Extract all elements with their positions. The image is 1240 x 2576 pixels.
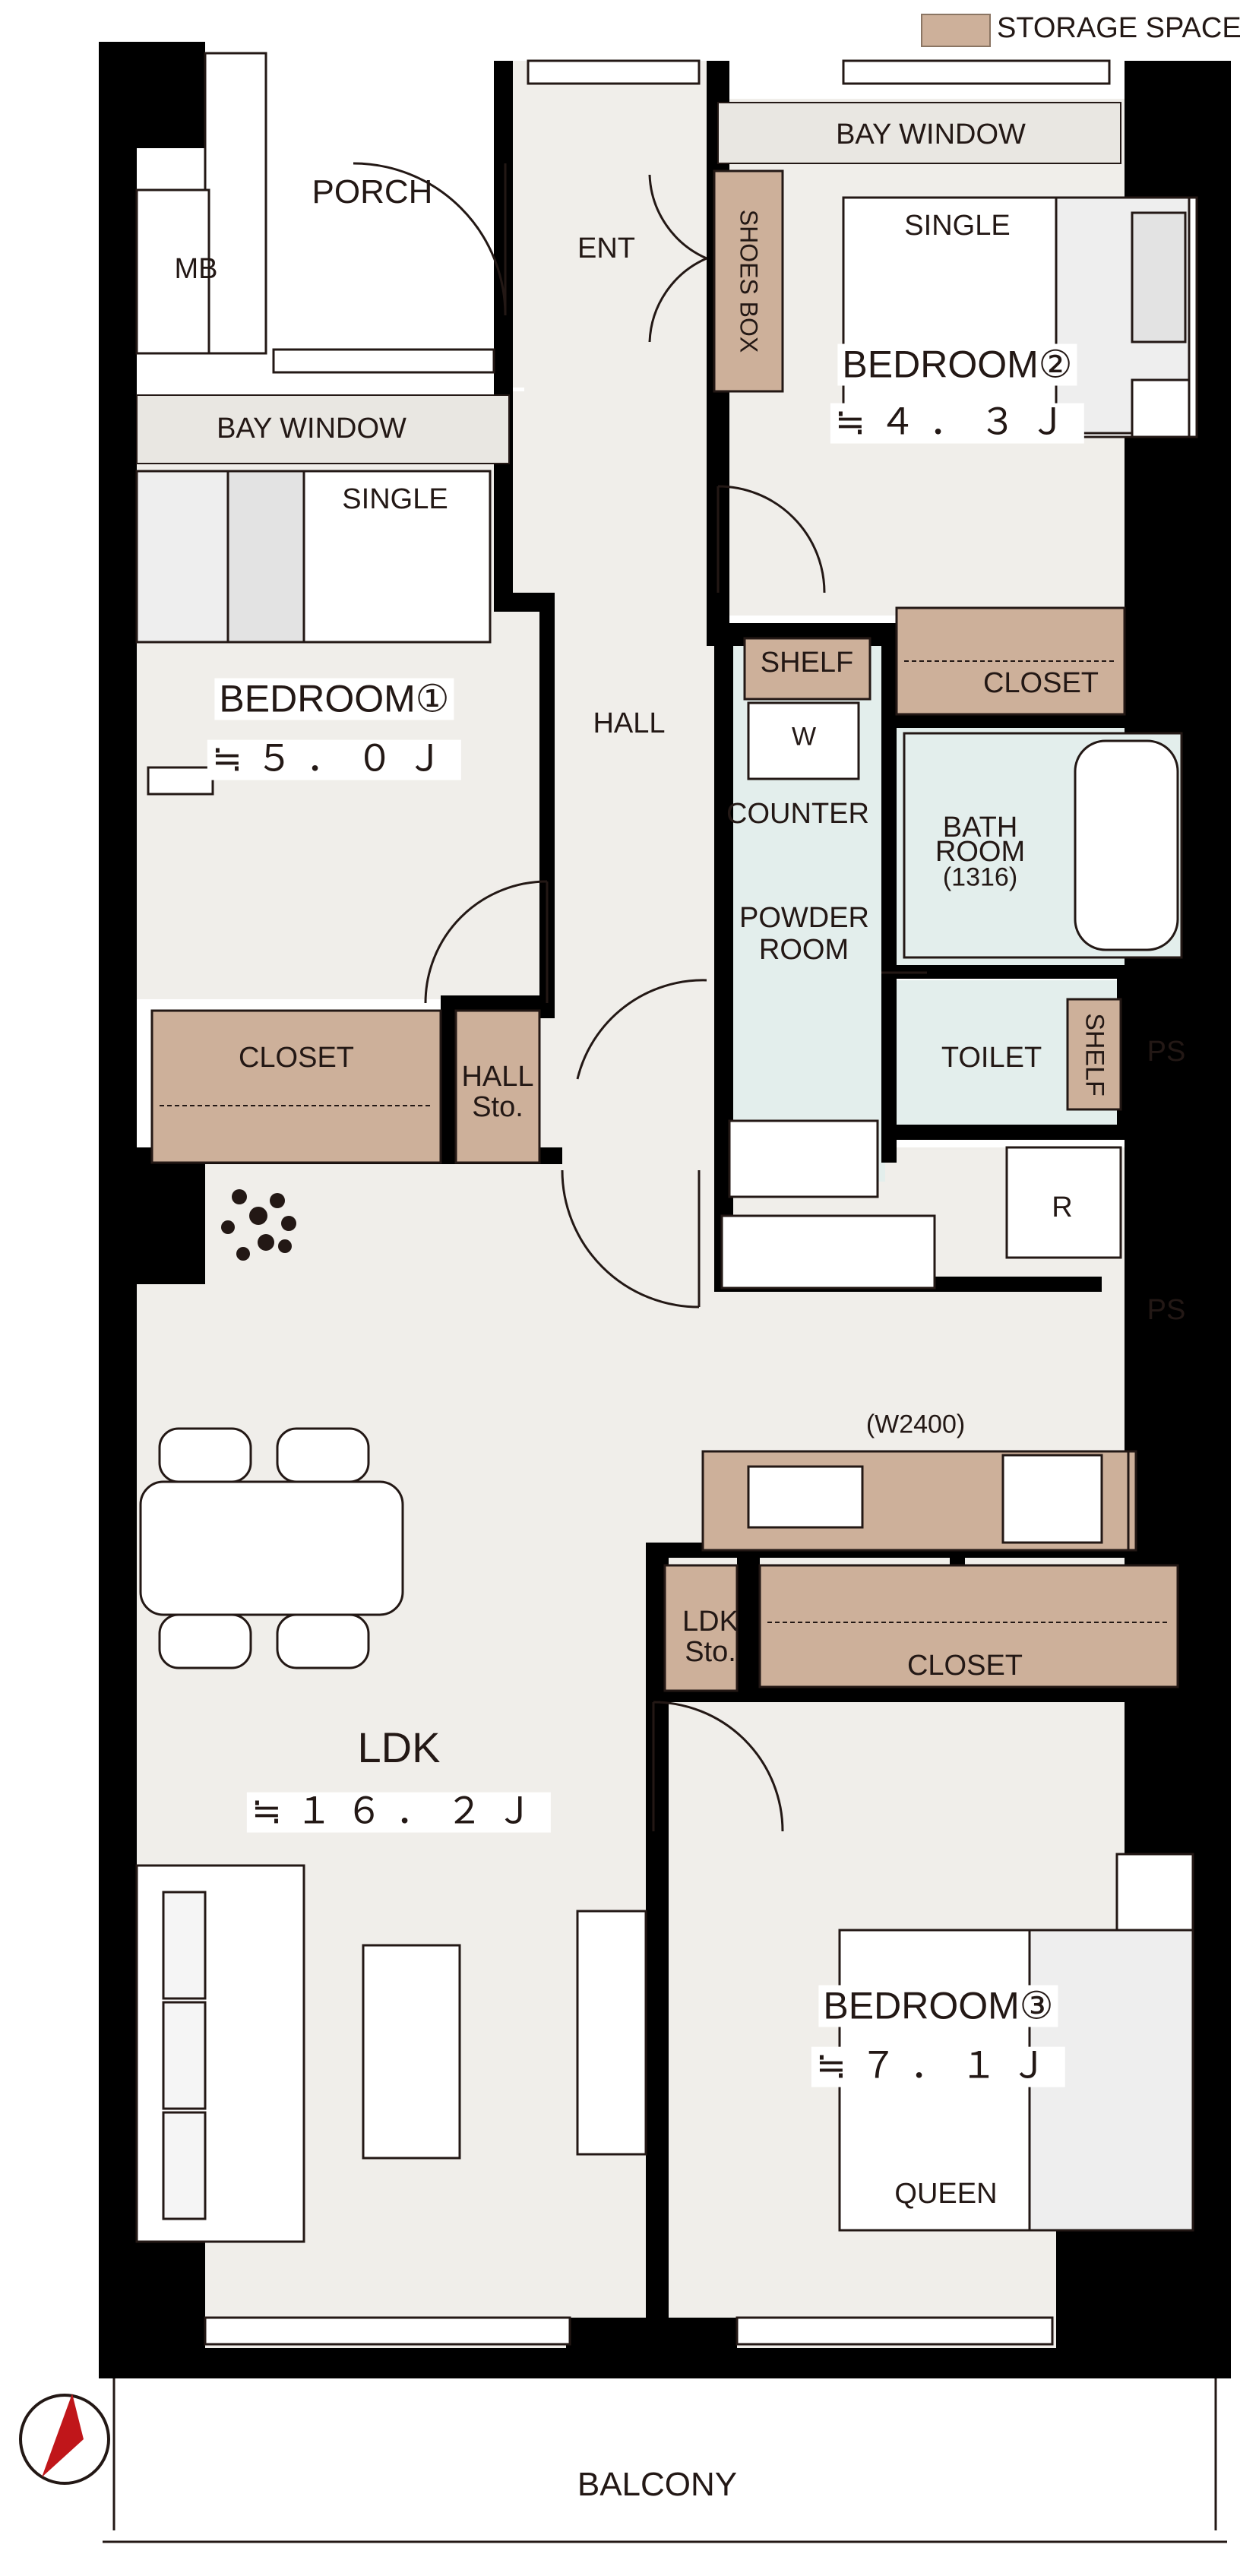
- ldk-name: LDK: [357, 1723, 441, 1772]
- ps-label-1: PS: [1147, 1036, 1186, 1068]
- bay-window-label-2: BAY WINDOW: [836, 119, 1026, 151]
- bath-room-line2: ROOM: [935, 836, 1026, 869]
- bed-label-3: QUEEN: [894, 2178, 998, 2210]
- shelf-label-2: SHELF: [1080, 1013, 1109, 1097]
- bedroom2-area: ≒４．３Ｊ: [830, 403, 1085, 444]
- bed-label-2: SINGLE: [904, 210, 1011, 242]
- closet-label-1: CLOSET: [238, 1042, 355, 1074]
- ldk-sto-line1: LDK: [682, 1606, 739, 1638]
- bed-label-1: SINGLE: [342, 483, 448, 516]
- legend-swatch: [921, 14, 991, 47]
- toilet-label: TOILET: [941, 1042, 1042, 1074]
- bedroom3-name: BEDROOM③: [818, 1985, 1058, 2027]
- closet-label-2: CLOSET: [982, 667, 1099, 700]
- ps-label-2: PS: [1147, 1294, 1186, 1327]
- windows: [204, 52, 1111, 2346]
- counter-label: COUNTER: [726, 798, 869, 831]
- plant-icon: [221, 1189, 296, 1261]
- bedroom1-name: BEDROOM①: [214, 678, 454, 720]
- bath-room-size: (1316): [942, 862, 1018, 892]
- closet-rails: [160, 660, 1170, 1623]
- mb-box: [135, 188, 210, 355]
- hall-label: HALL: [593, 707, 666, 740]
- shoes-box-label: SHOES BOX: [735, 209, 763, 353]
- balcony-structure: [103, 2378, 1227, 2543]
- porch-label: PORCH: [312, 172, 433, 210]
- bay-window-label-1: BAY WINDOW: [217, 413, 406, 445]
- closet-label-3: CLOSET: [906, 1650, 1023, 1682]
- bedroom1-area: ≒５．０Ｊ: [207, 739, 462, 780]
- washer-symbol: W: [791, 722, 817, 752]
- ldk-sto-line2: Sto.: [685, 1636, 736, 1669]
- bay-window-2-strip: [717, 102, 1121, 164]
- legend-label: STORAGE SPACE: [997, 12, 1240, 45]
- bedroom2-name: BEDROOM②: [837, 343, 1077, 386]
- doors: [353, 162, 927, 1832]
- hall-sto-line1: HALL: [461, 1061, 534, 1093]
- bath-room-line1: BATH: [942, 812, 1018, 844]
- shelf-label-1: SHELF: [760, 647, 854, 679]
- hall-sto-line2: Sto.: [472, 1091, 524, 1124]
- balcony-label: BALCONY: [577, 2465, 738, 2503]
- bay-window-1-strip: [136, 394, 510, 464]
- ent-label: ENT: [577, 233, 635, 265]
- mb-label: MB: [174, 253, 218, 286]
- furniture: [135, 196, 1198, 2243]
- ldk-area: ≒１６．２Ｊ: [246, 1792, 552, 1833]
- fridge-symbol: R: [1052, 1191, 1073, 1224]
- powder-room-label: POWDER ROOM: [739, 902, 869, 966]
- bedroom3-area: ≒７．１Ｊ: [811, 2046, 1066, 2087]
- kitchen-width-label: (W2400): [865, 1410, 966, 1439]
- compass-icon: [19, 2394, 110, 2485]
